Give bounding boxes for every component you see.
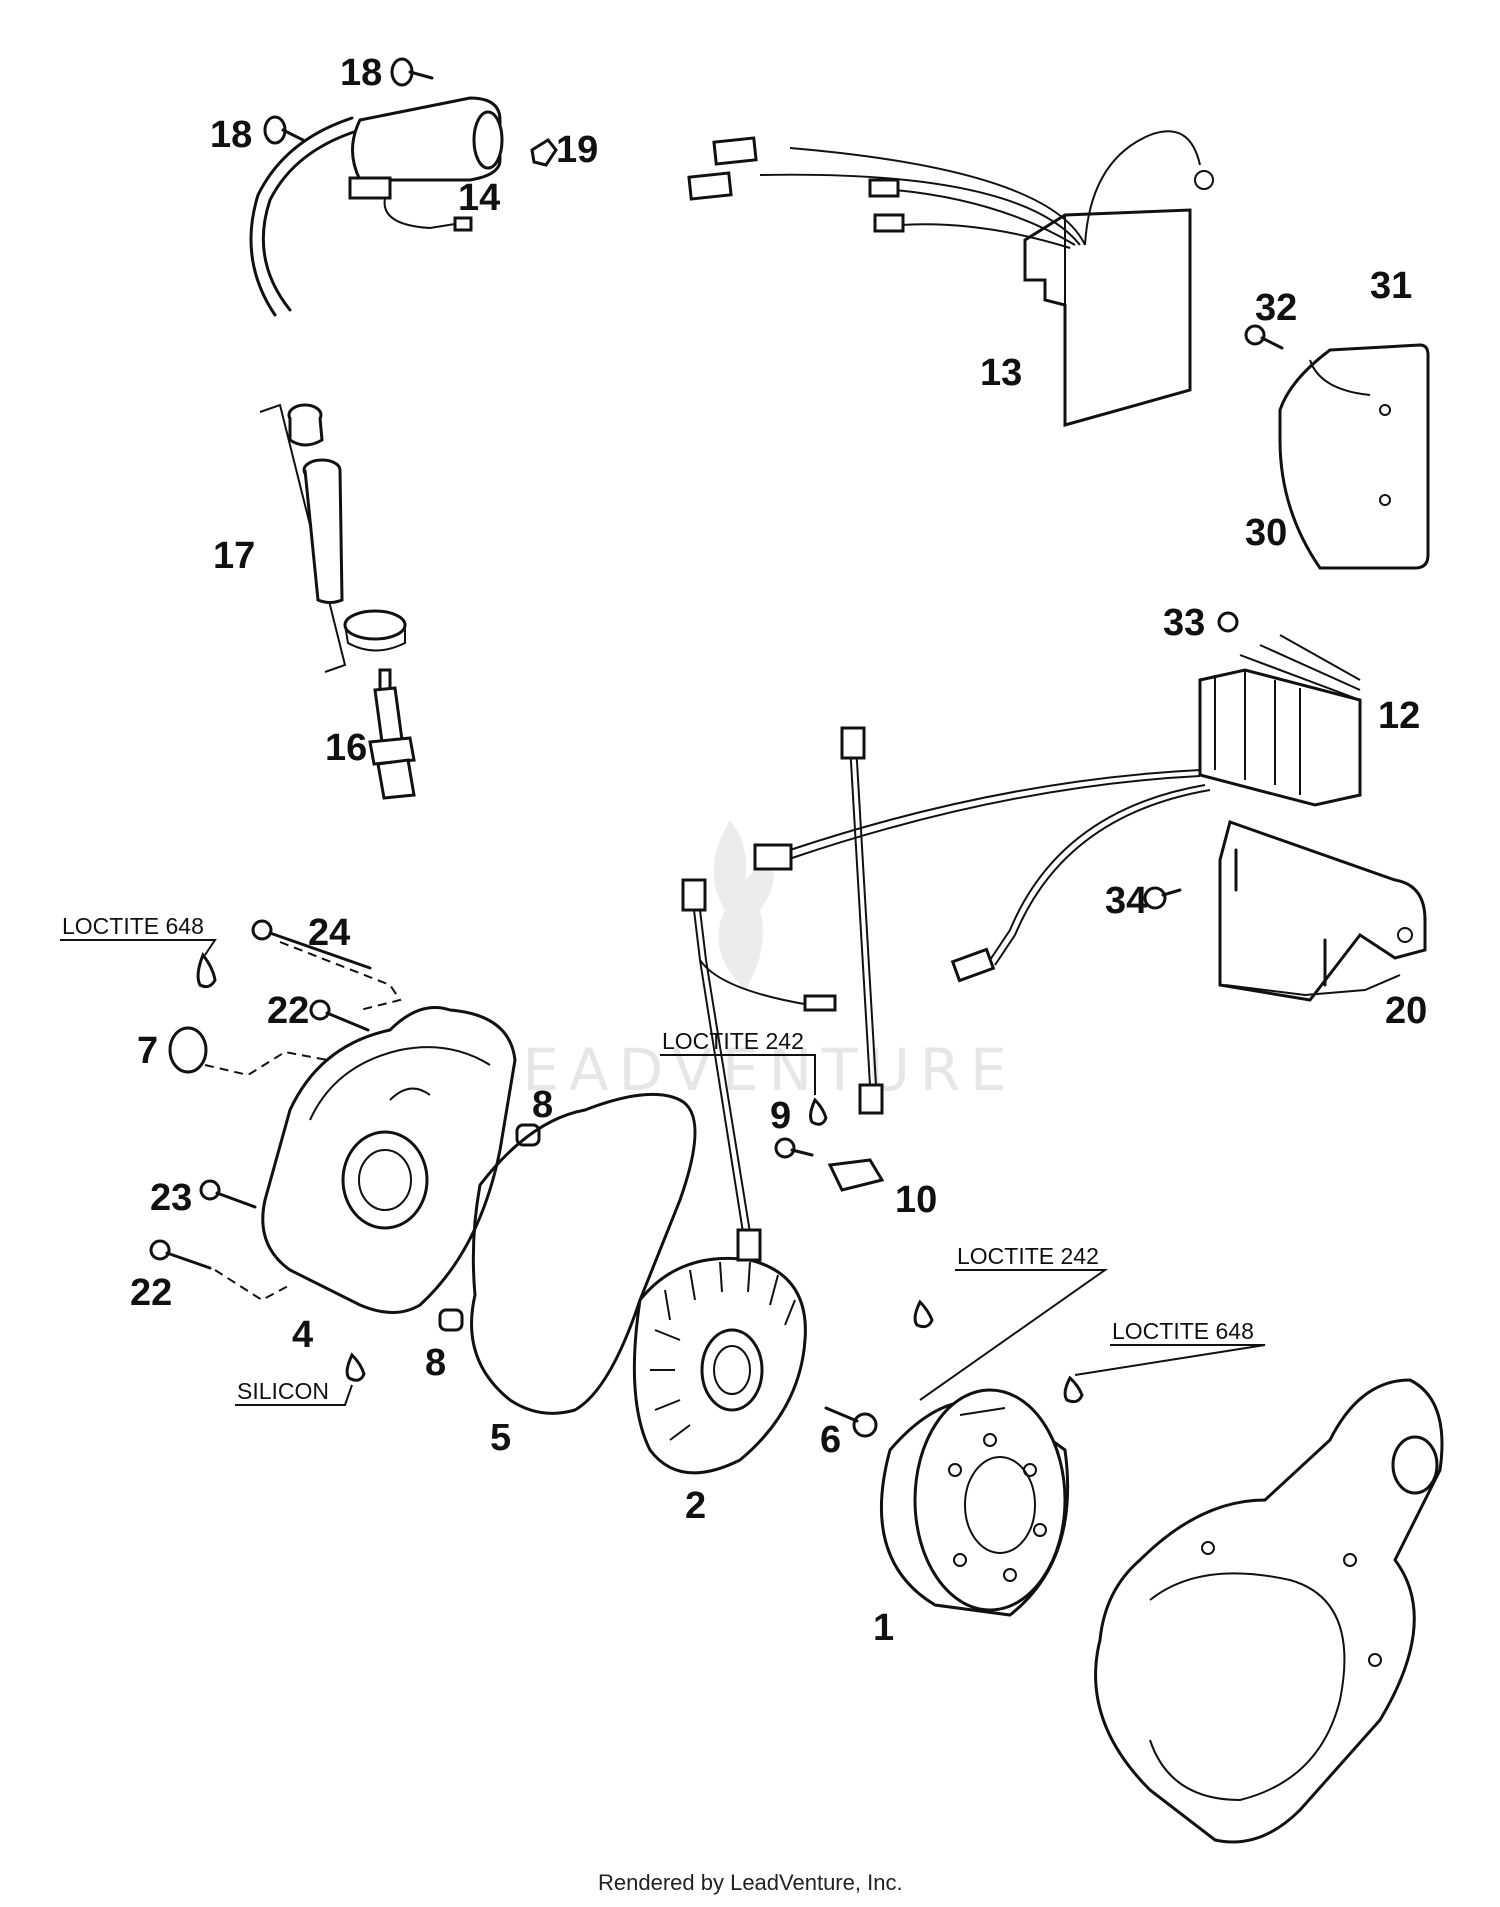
callout-22-lower: 22 [130,1272,172,1314]
rotor-bolt [824,1406,878,1438]
callout-4: 4 [292,1314,313,1356]
callout-10: 10 [895,1179,937,1221]
callout-6: 6 [820,1419,841,1461]
callout-14: 14 [458,177,500,219]
stator-cover [261,1006,517,1314]
sealant-drop-4 [345,1352,366,1382]
cdi-cover [1278,343,1430,570]
note-leaders [60,939,1266,1406]
pickup-coil [827,1158,885,1192]
sealant-drop-1 [1063,1375,1084,1404]
callout-1: 1 [873,1607,894,1649]
spark-plug-connector [259,403,407,673]
bracket-screw [1143,886,1182,910]
callout-31: 31 [1370,265,1412,307]
callout-5: 5 [490,1417,511,1459]
callout-34: 34 [1105,880,1147,922]
regulator-bracket [1218,820,1427,1002]
flywheel-rotor [879,1388,1070,1617]
coil-bolt-lower [263,115,305,145]
watermark: LEADVENTURE [480,820,1017,1104]
callout-18-lower: 18 [210,114,252,156]
long-bolt [251,919,372,970]
shaft-seal [168,1026,208,1074]
callout-13: 13 [980,352,1022,394]
callout-19: 19 [556,129,598,171]
regulator-nut [1217,611,1239,633]
watermark-text: LEADVENTURE [480,1036,1017,1104]
sealant-drop-7 [196,951,217,989]
note-loctite-648-right: LOCTITE 648 [1112,1318,1254,1344]
callout-24: 24 [308,912,350,954]
stator-harness [681,878,837,1246]
callout-16: 16 [325,727,367,769]
callout-8-upper: 8 [532,1084,553,1126]
callout-9: 9 [770,1095,791,1137]
note-loctite-242-mid: LOCTITE 242 [662,1028,804,1054]
note-loctite-648-top: LOCTITE 648 [62,913,204,939]
callout-22-upper: 22 [267,990,309,1032]
callout-2: 2 [685,1485,706,1527]
sealant-drop-6 [913,1299,934,1329]
footer-credit: Rendered by LeadVenture, Inc. [598,1870,903,1895]
coil-clip [530,138,558,167]
cdi-unit [687,130,1214,427]
voltage-regulator [1198,634,1362,807]
cover-bolt-lower [149,1239,212,1270]
stator [632,1228,807,1475]
note-silicon: SILICON [237,1378,329,1404]
callout-33: 33 [1163,602,1205,644]
cover-gasket [470,1092,697,1415]
cover-bolt-middle [199,1179,257,1209]
cover-screw [1244,324,1284,350]
spark-plug [368,668,416,800]
callout-12: 12 [1378,695,1420,737]
callout-18-upper: 18 [340,52,382,94]
regulator-harness [753,726,1211,1115]
callout-32: 32 [1255,287,1297,329]
cover-bolt-upper [309,999,370,1032]
coil-bolt-upper [390,57,434,87]
pickup-screw [774,1137,814,1159]
sealant-drop-9 [809,1097,828,1126]
callout-20: 20 [1385,990,1427,1032]
ignition-cover [1094,1378,1444,1844]
callout-30: 30 [1245,512,1287,554]
callout-7: 7 [137,1030,158,1072]
dowel-pin-lower [438,1308,464,1332]
callout-17: 17 [213,535,255,577]
ignition-coil [249,96,504,317]
callout-8-lower: 8 [425,1342,446,1384]
note-loctite-242-right: LOCTITE 242 [957,1243,1099,1269]
callout-23: 23 [150,1177,192,1219]
